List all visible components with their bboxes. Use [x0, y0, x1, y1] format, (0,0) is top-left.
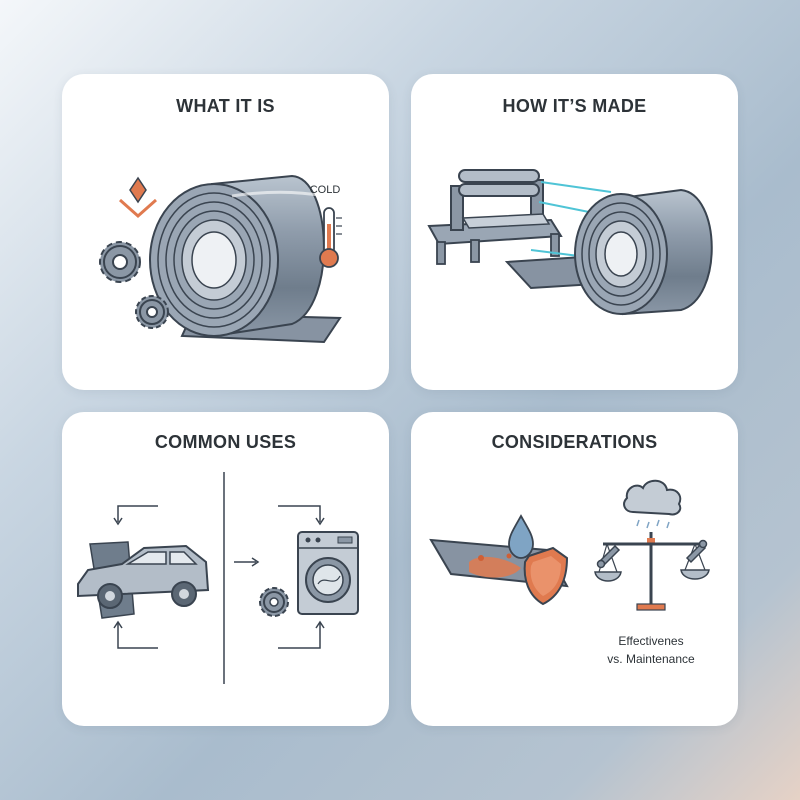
- thermometer-icon: [319, 207, 342, 268]
- steel-coil-icon: [149, 174, 325, 338]
- cold-label: COLD: [309, 184, 341, 196]
- heat-arrows-icon: [119, 176, 157, 219]
- steel-coil-icon: [574, 188, 713, 316]
- panel-title: HOW IT’S MADE: [502, 96, 647, 116]
- cloud-rain-icon: [623, 479, 682, 529]
- panel-what-it-is: WHAT IT IS: [62, 74, 389, 390]
- panel-how-its-made: HOW IT’S MADE: [411, 74, 738, 390]
- rolling-mill-icon: [427, 169, 563, 265]
- wrench-icon: [596, 539, 708, 569]
- caption-line-1: Effectivenes: [618, 634, 684, 648]
- balance-scale-icon: [594, 532, 710, 611]
- panel-title: WHAT IT IS: [176, 96, 275, 116]
- panel-illustration: [99, 174, 342, 344]
- flow-arrows: [113, 505, 325, 649]
- panel-considerations: CONSIDERATIONS: [411, 412, 738, 726]
- panel-common-uses: COMMON USES: [62, 412, 389, 726]
- gear-icon: [135, 295, 169, 329]
- panel-title: COMMON USES: [154, 432, 297, 452]
- caption-line-2: vs. Maintenance: [607, 652, 695, 666]
- panel-illustration: [77, 472, 359, 684]
- washing-machine-icon: [297, 531, 359, 615]
- gear-icon: [99, 241, 141, 283]
- gear-icon: [259, 587, 289, 617]
- car-icon: [77, 544, 210, 609]
- panel-title: CONSIDERATIONS: [491, 432, 658, 452]
- panel-illustration: [427, 169, 713, 316]
- water-drop-icon: [508, 514, 534, 559]
- panel-illustration: [429, 479, 710, 611]
